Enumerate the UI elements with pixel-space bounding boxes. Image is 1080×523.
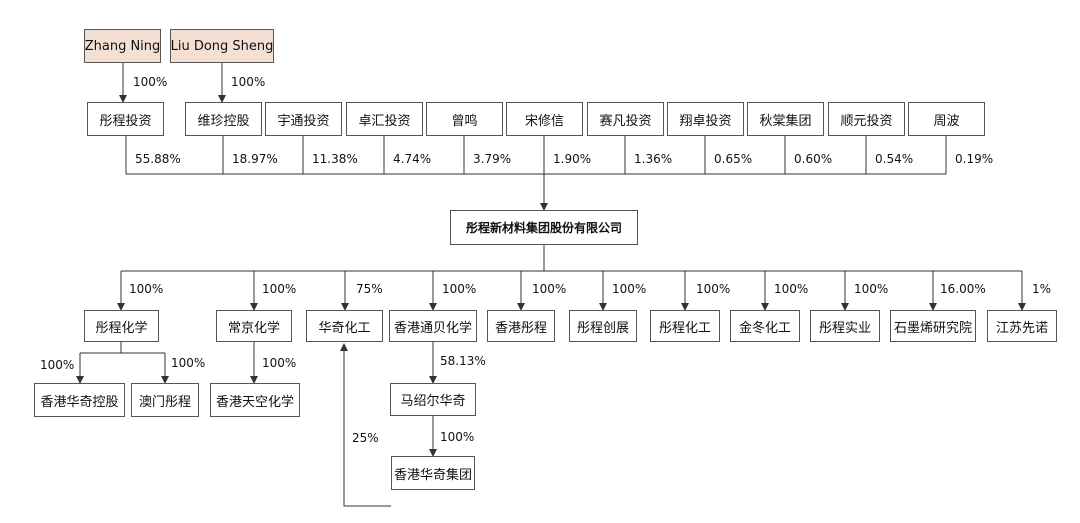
shareholder-6: 赛凡投资 xyxy=(587,102,664,136)
node-hk-huaqi-group: 香港华奇集团 xyxy=(391,456,475,490)
pct-liu: 100% xyxy=(231,75,266,89)
subsidiary-5: 彤程创展 xyxy=(569,310,637,342)
link-group-back-to-huaqi xyxy=(340,343,391,507)
pct-hk-huaqi-group: 100% xyxy=(440,430,475,444)
subsidiary-9: 石墨烯研究院 xyxy=(890,310,976,342)
shareholder-8: 秋棠集团 xyxy=(747,102,824,136)
pct-sh-3: 4.74% xyxy=(393,152,432,166)
subsidiary-3: 香港通贝化学 xyxy=(389,310,477,342)
pct-sub-9: 16.00% xyxy=(940,282,986,296)
subsidiary-1: 常京化学 xyxy=(216,310,292,342)
pct-sh-1: 18.97% xyxy=(232,152,278,166)
shareholder-10: 周波 xyxy=(908,102,985,136)
pct-zhang: 100% xyxy=(133,75,168,89)
pct-sub-2: 75% xyxy=(356,282,383,296)
subsidiary-7: 金冬化工 xyxy=(730,310,800,342)
pct-malaysia-huaqi: 58.13% xyxy=(440,354,486,368)
subsidiary-4: 香港彤程 xyxy=(487,310,555,342)
center-company: 彤程新材料集团股份有限公司 xyxy=(450,210,638,245)
subsidiary-8: 彤程实业 xyxy=(810,310,880,342)
shareholder-2: 宇通投资 xyxy=(265,102,342,136)
pct-back-to-huaqi: 25% xyxy=(352,431,379,445)
pct-hk-huaqi-holding: 100% xyxy=(40,358,75,372)
shareholder-0: 彤程投资 xyxy=(87,102,164,136)
pct-sub-6: 100% xyxy=(696,282,731,296)
subsidiary-2: 华奇化工 xyxy=(306,310,383,342)
subsidiary-10: 江苏先诺 xyxy=(987,310,1057,342)
pct-sub-5: 100% xyxy=(612,282,647,296)
pct-sub-7: 100% xyxy=(774,282,809,296)
pct-macau: 100% xyxy=(171,356,206,370)
person-zhang-ning: Zhang Ning xyxy=(84,29,161,63)
person-liu-dong-sheng: Liu Dong Sheng xyxy=(170,29,274,63)
shareholder-5: 宋修信 xyxy=(506,102,583,136)
node-macau-tongcheng: 澳门彤程 xyxy=(131,383,199,417)
pct-sh-2: 11.38% xyxy=(312,152,358,166)
pct-sub-1: 100% xyxy=(262,282,297,296)
shareholder-1: 维珍控股 xyxy=(185,102,262,136)
shareholder-9: 顺元投资 xyxy=(828,102,905,136)
pct-sub-3: 100% xyxy=(442,282,477,296)
node-hk-huaqi-holding: 香港华奇控股 xyxy=(34,383,125,417)
pct-hk-tiankong: 100% xyxy=(262,356,297,370)
pct-sub-10: 1% xyxy=(1032,282,1052,296)
pct-sh-6: 1.36% xyxy=(634,152,673,166)
pct-sh-10: 0.19% xyxy=(955,152,994,166)
subsidiary-6: 彤程化工 xyxy=(650,310,720,342)
pct-sub-0: 100% xyxy=(129,282,164,296)
pct-sh-7: 0.65% xyxy=(714,152,753,166)
pct-sh-8: 0.60% xyxy=(794,152,833,166)
node-hk-tiankong: 香港天空化学 xyxy=(210,383,300,417)
pct-sh-9: 0.54% xyxy=(875,152,914,166)
shareholder-3: 卓汇投资 xyxy=(346,102,423,136)
pct-sh-5: 1.90% xyxy=(553,152,592,166)
subsidiary-0: 彤程化学 xyxy=(84,310,159,342)
shareholder-4: 曾鸣 xyxy=(426,102,503,136)
pct-sub-4: 100% xyxy=(532,282,567,296)
pct-sh-4: 3.79% xyxy=(473,152,512,166)
pct-sub-8: 100% xyxy=(854,282,889,296)
pct-sh-0: 55.88% xyxy=(135,152,181,166)
shareholder-7: 翔卓投资 xyxy=(667,102,744,136)
node-malaysia-huaqi: 马绍尔华奇 xyxy=(390,383,476,416)
